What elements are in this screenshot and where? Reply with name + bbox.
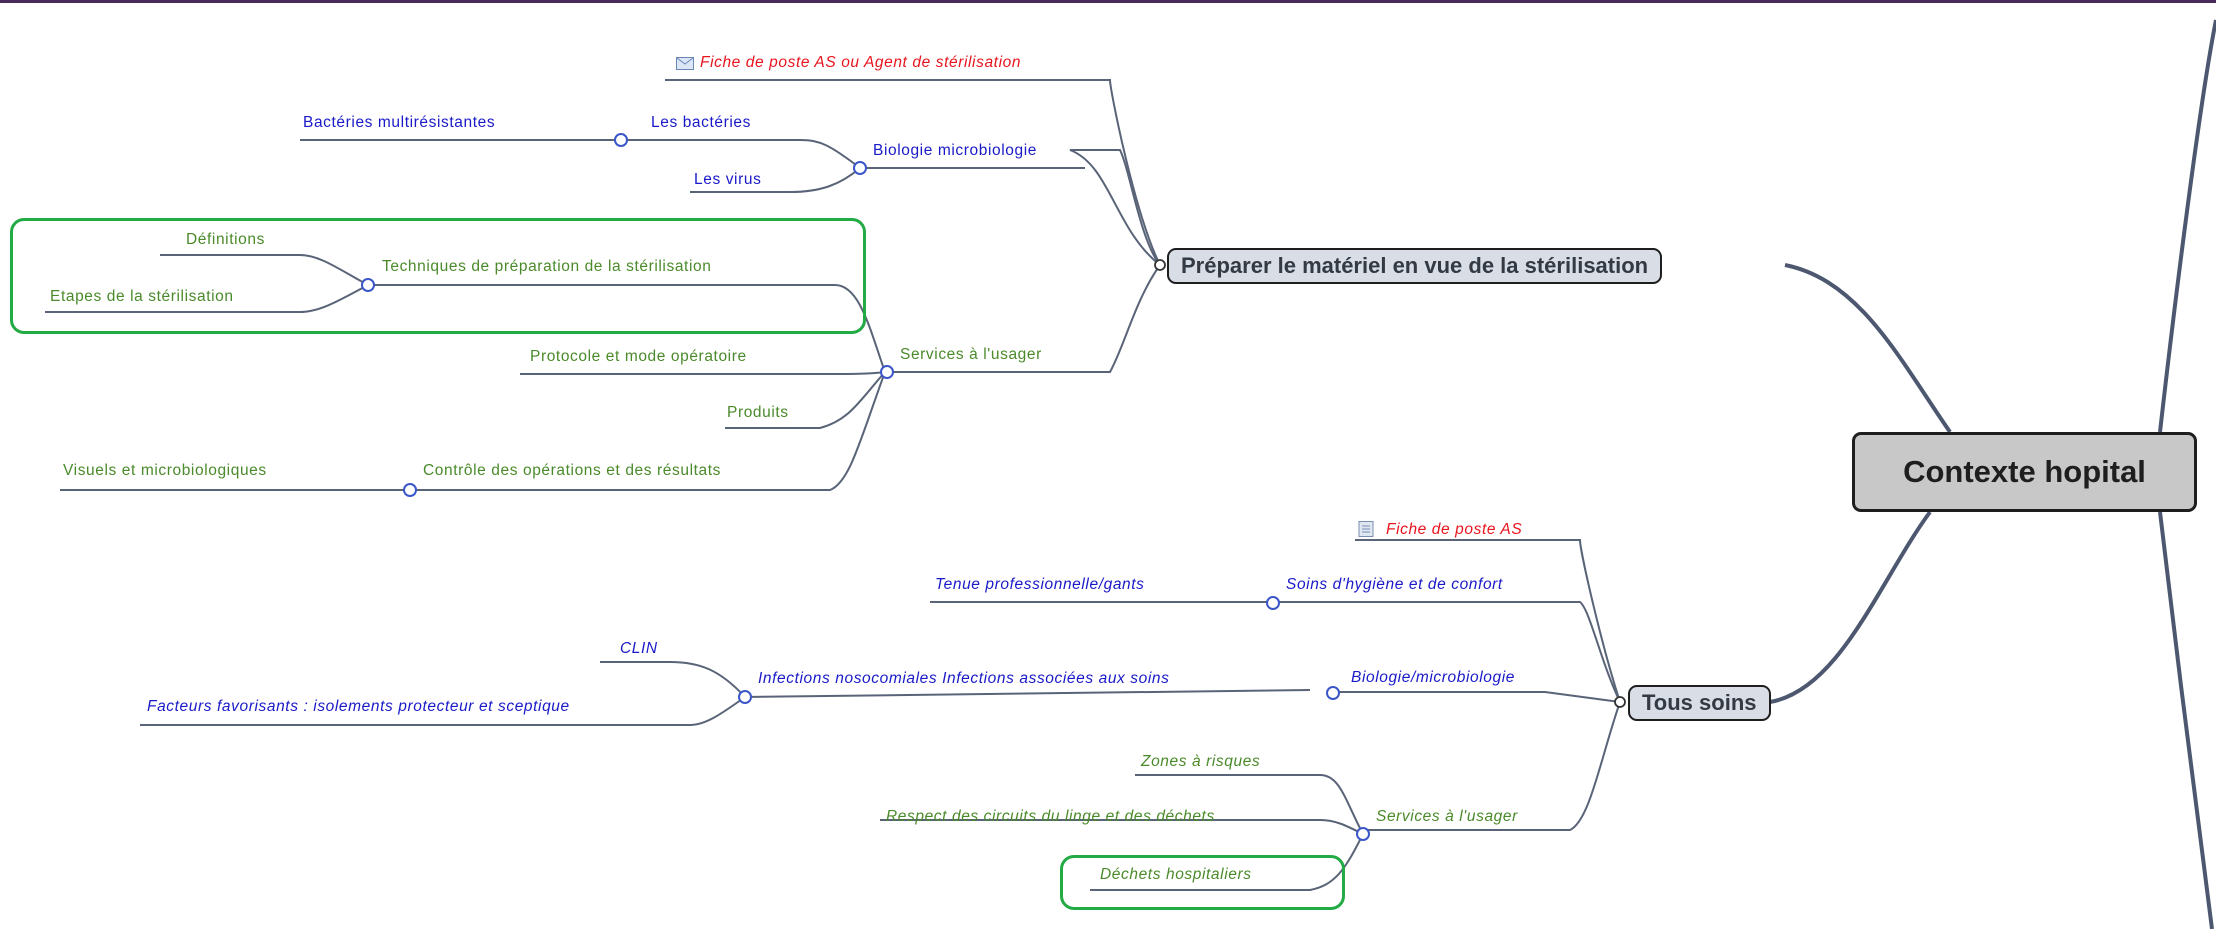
- topic-clin[interactable]: CLIN: [620, 640, 658, 657]
- topic-services-usager-2[interactable]: Services à l'usager: [1376, 808, 1518, 825]
- expand-toggle-services: [880, 365, 894, 379]
- expand-toggle-services2: [1356, 827, 1370, 841]
- topic-techniques-preparation[interactable]: Techniques de préparation de la stérilis…: [382, 258, 712, 275]
- topic-tenue-professionnelle[interactable]: Tenue professionnelle/gants: [935, 576, 1145, 593]
- expand-toggle-branch2: [1614, 696, 1626, 708]
- expand-toggle-bacteries: [614, 133, 628, 147]
- topic-services-usager[interactable]: Services à l'usager: [900, 346, 1042, 363]
- highlight-box-techniques: [10, 218, 866, 334]
- topic-les-virus[interactable]: Les virus: [694, 171, 762, 188]
- topic-facteurs-favorisants[interactable]: Facteurs favorisants : isolements protec…: [147, 698, 570, 715]
- highlight-box-dechets: [1060, 855, 1345, 910]
- topic-biologie-microbiologie[interactable]: Biologie microbiologie: [873, 142, 1037, 159]
- expand-toggle-controle: [403, 483, 417, 497]
- connector-central-branch2: [1769, 510, 1932, 704]
- expand-toggle-infections: [738, 690, 752, 704]
- expand-toggle-branch1: [1154, 259, 1166, 271]
- topic-dechets-hospitaliers[interactable]: Déchets hospitaliers: [1100, 866, 1252, 883]
- expand-toggle-bio2: [1326, 686, 1340, 700]
- topic-protocole[interactable]: Protocole et mode opératoire: [530, 348, 747, 365]
- document-icon: [1358, 521, 1374, 542]
- link-fiche-poste-sterilisation[interactable]: Fiche de poste AS ou Agent de stérilisat…: [700, 54, 1022, 71]
- envelope-icon: [676, 57, 694, 75]
- topic-les-bacteries[interactable]: Les bactéries: [651, 114, 751, 131]
- topic-etapes-sterilisation[interactable]: Etapes de la stérilisation: [50, 288, 234, 305]
- branch-node-tous-soins[interactable]: Tous soins: [1628, 685, 1771, 721]
- topic-produits[interactable]: Produits: [727, 404, 789, 421]
- connector-central-branch1: [1784, 263, 1952, 434]
- topic-definitions[interactable]: Définitions: [186, 231, 265, 248]
- link-fiche-poste-as[interactable]: Fiche de poste AS: [1386, 521, 1523, 538]
- central-topic[interactable]: Contexte hopital: [1852, 432, 2197, 512]
- topic-infections-nosocomiales[interactable]: Infections nosocomiales Infections assoc…: [758, 670, 1170, 687]
- connector-central-bottom: [2158, 511, 2214, 929]
- topic-visuels-microbiologiques[interactable]: Visuels et microbiologiques: [63, 462, 267, 479]
- connector-central-top: [2158, 19, 2216, 433]
- topic-biologie-microbiologie-2[interactable]: Biologie/microbiologie: [1351, 669, 1515, 686]
- expand-toggle-bio: [853, 161, 867, 175]
- top-bar: [0, 0, 2216, 3]
- branch-node-preparer[interactable]: Préparer le matériel en vue de la stéril…: [1167, 248, 1663, 284]
- expand-toggle-techniques: [361, 278, 375, 292]
- topic-controle[interactable]: Contrôle des opérations et des résultats: [423, 462, 721, 479]
- topic-zones-risques[interactable]: Zones à risques: [1141, 753, 1261, 770]
- topic-respect-circuits[interactable]: Respect des circuits du linge et des déc…: [886, 808, 1215, 825]
- topic-bacteries-multiresistantes[interactable]: Bactéries multirésistantes: [303, 114, 496, 131]
- topic-soins-hygiene[interactable]: Soins d'hygiène et de confort: [1286, 576, 1503, 593]
- expand-toggle-soins: [1266, 596, 1280, 610]
